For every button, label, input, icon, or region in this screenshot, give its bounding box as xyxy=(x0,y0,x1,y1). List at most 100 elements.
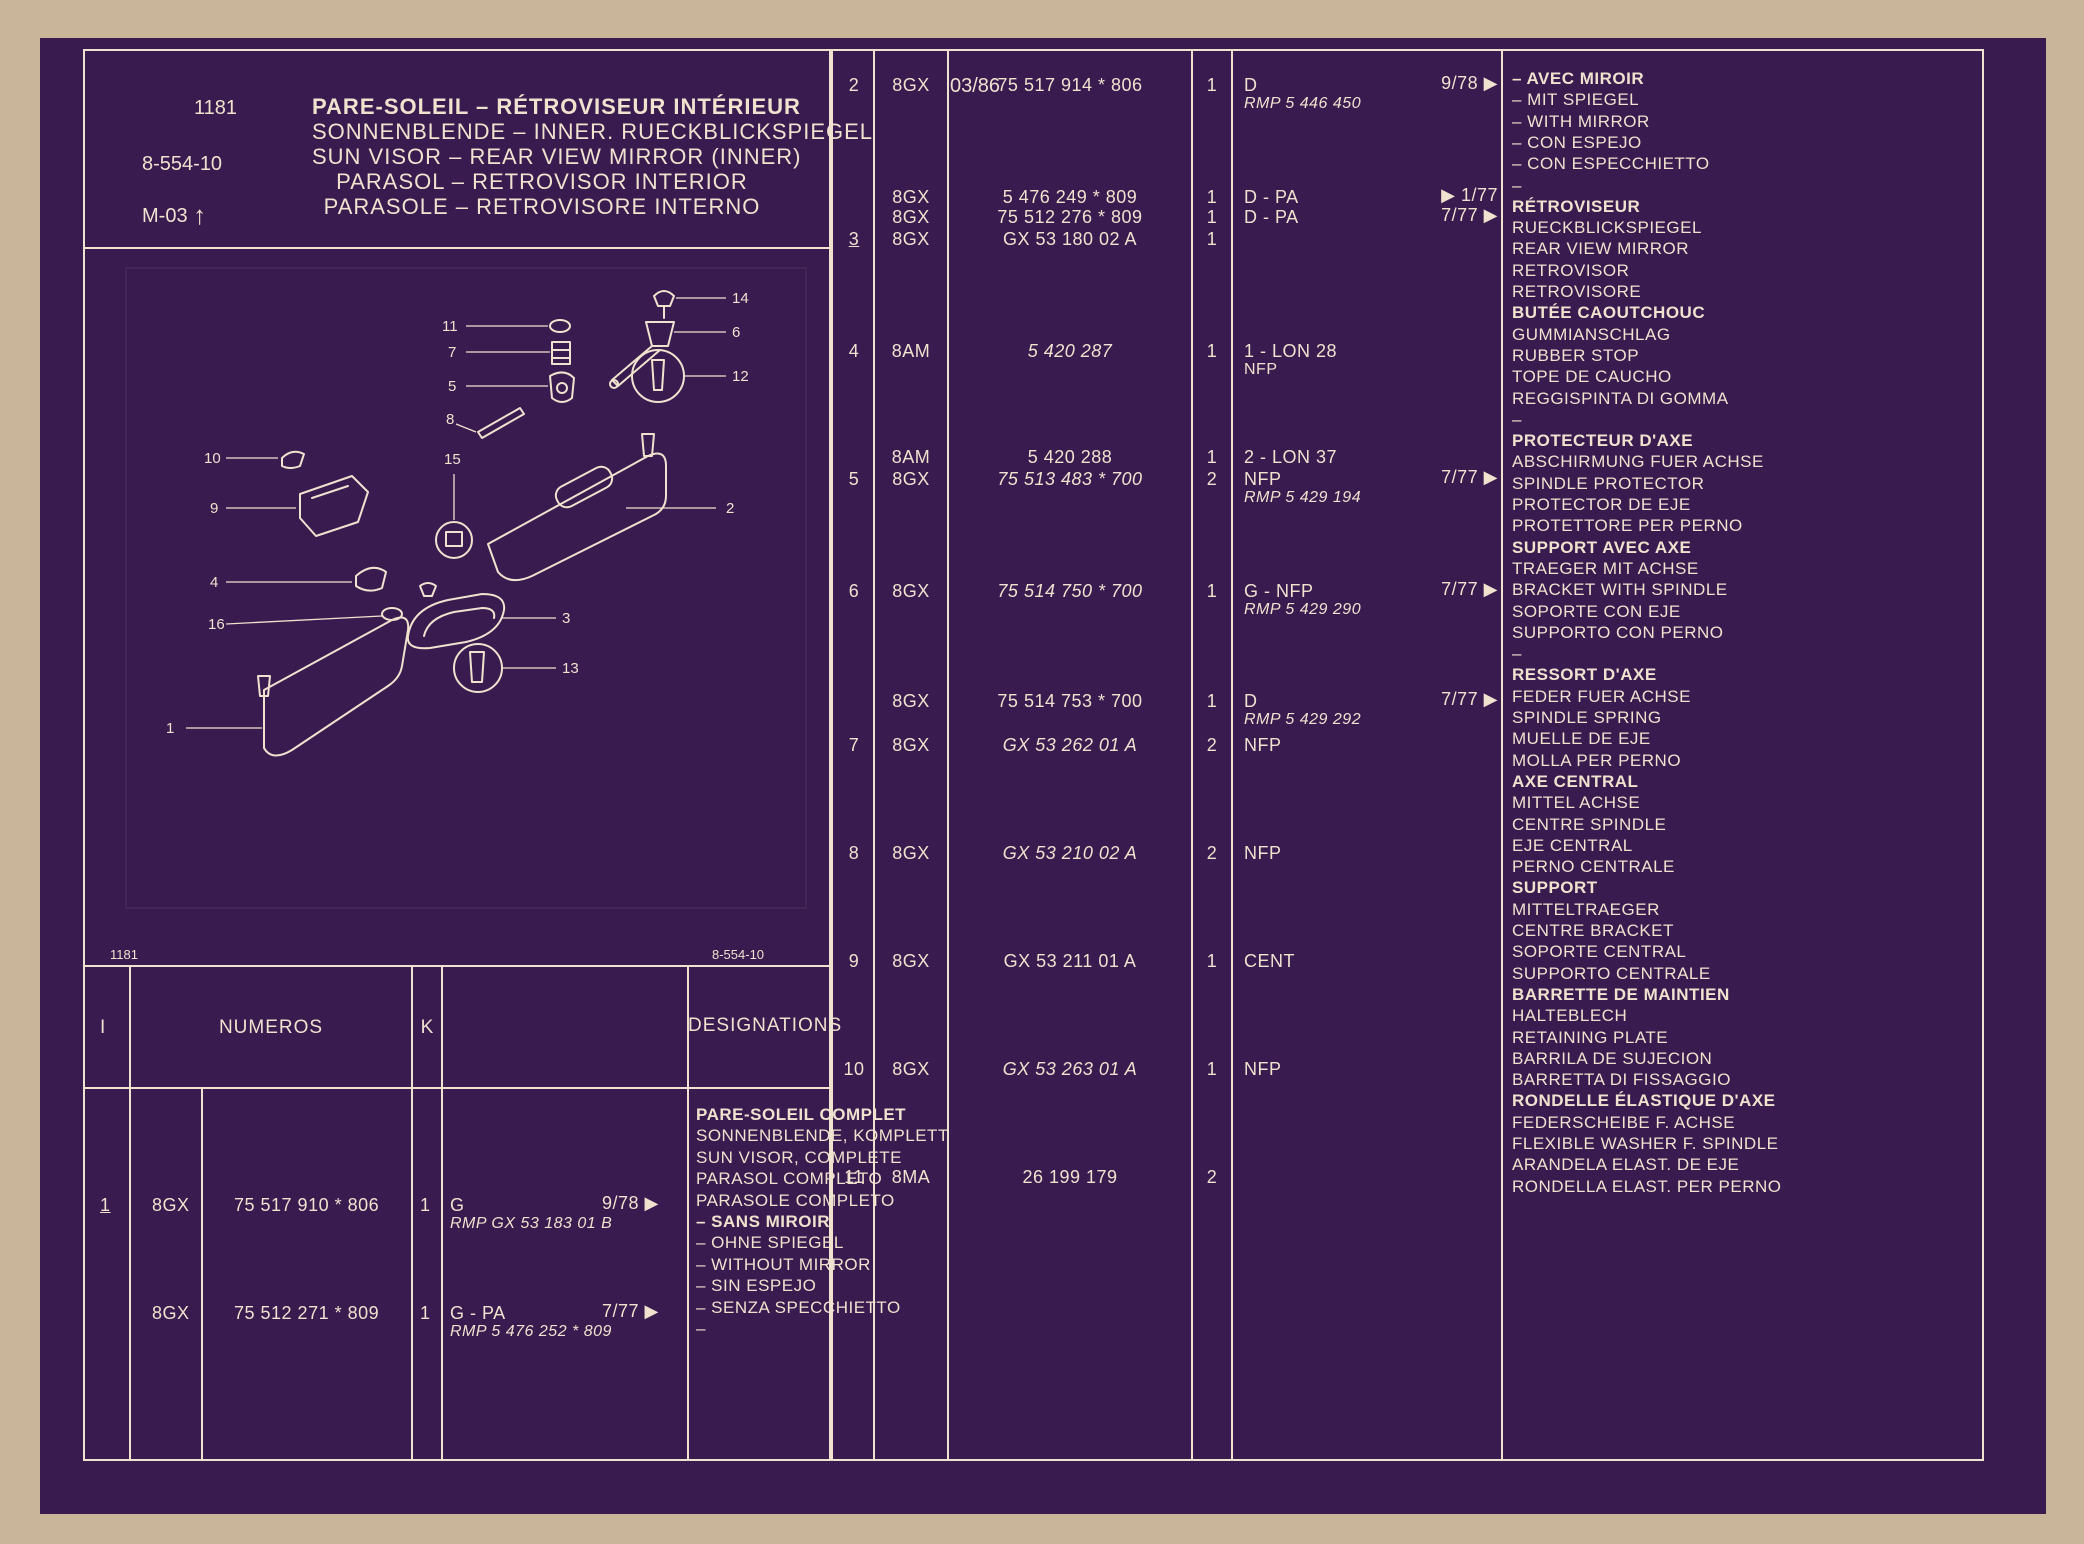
row-code: CENT xyxy=(1244,951,1295,971)
callout-3: 3 xyxy=(562,610,570,627)
row-code: D - PA xyxy=(1244,187,1299,207)
designation-line: RÉTROVISEUR xyxy=(1512,196,1641,216)
callout-2: 2 xyxy=(726,500,734,517)
part-8-spindle: 8 xyxy=(446,407,525,439)
part-12-spring: 12 xyxy=(631,349,749,403)
designation-line: MITTEL ACHSE xyxy=(1512,793,1641,813)
row-part-number: 75 513 483 * 700 xyxy=(997,469,1143,489)
row-quantity: 1 xyxy=(1206,951,1218,971)
designation-line: SOPORTE CENTRAL xyxy=(1512,942,1687,962)
row-code: D xyxy=(1244,691,1258,711)
row-part-number: GX 53 180 02 A xyxy=(1002,229,1138,249)
row-group: 8GX xyxy=(892,469,930,489)
row-code: NFP xyxy=(1244,469,1282,489)
row-date: 7/77 ▶ xyxy=(1441,467,1498,487)
designation-line: – OHNE SPIEGEL xyxy=(696,1233,844,1253)
part-4-rubber-stop: 4 xyxy=(210,566,387,592)
callout-9: 9 xyxy=(210,500,218,517)
section-number: 1181 xyxy=(194,97,238,119)
callout-11: 11 xyxy=(442,318,458,335)
row-code: D xyxy=(1244,75,1258,95)
drawing-reference: 8-554-10 xyxy=(142,153,223,175)
row-quantity: 2 xyxy=(1206,469,1218,489)
designation-line: – AVEC MIROIR xyxy=(1512,69,1645,88)
row-code: NFP xyxy=(1244,1059,1282,1079)
row-index: 2 xyxy=(848,75,860,95)
designation-line: SONNENBLENDE, KOMPLETT xyxy=(696,1126,949,1146)
row-index: 4 xyxy=(848,341,860,361)
row-index: 10 xyxy=(843,1059,865,1079)
sheet-date: 03/86 xyxy=(950,75,1001,97)
designation-line: PROTECTOR DE EJE xyxy=(1512,495,1691,514)
row-index: 1 xyxy=(100,1195,111,1215)
designation-line: TOPE DE CAUCHO xyxy=(1512,367,1672,387)
part-14-screw: 14 xyxy=(653,290,749,319)
designation-line: BARRETTE DE MAINTIEN xyxy=(1512,984,1730,1004)
designation-line: – SANS MIROIR xyxy=(696,1212,831,1231)
designation-line: FEDER FUER ACHSE xyxy=(1512,686,1691,706)
parts-sheet: 1181 8-554-10 M-03 ↑ 03/86 PARE-SOLEIL –… xyxy=(82,48,1985,1463)
designation-line: – xyxy=(1512,644,1522,664)
row-part-number: GX 53 263 01 A xyxy=(1002,1059,1138,1079)
part-16-washer: 16 xyxy=(208,607,403,633)
row-replacement: RMP 5 429 292 xyxy=(1244,711,1362,728)
row-date: 7/77 ▶ xyxy=(1441,205,1498,225)
row-part-number: 5 420 288 xyxy=(1027,447,1113,467)
row-group: 8GX xyxy=(892,229,930,249)
designation-line: – xyxy=(696,1319,706,1338)
exploded-view-drawing: 14 6 12 11 7 xyxy=(125,267,807,909)
row-quantity: 1 xyxy=(1206,207,1218,227)
figure-footer-left: 1181 xyxy=(110,947,138,962)
row-code: G - NFP xyxy=(1244,581,1314,601)
row-index: 11 xyxy=(844,1167,864,1187)
row-index: 6 xyxy=(848,581,860,601)
part-15-stop: 15 xyxy=(435,451,473,559)
part-3-mirror: 3 xyxy=(406,582,570,650)
callout-16: 16 xyxy=(208,616,225,633)
row-group: 8AM xyxy=(891,341,931,361)
designation-line: PARASOLE COMPLETO xyxy=(696,1190,895,1210)
designation-line: PARASOL COMPLETO xyxy=(696,1169,883,1189)
row-group: 8GX xyxy=(892,207,930,227)
designation-line: – SIN ESPEJO xyxy=(696,1276,817,1296)
row-code: G xyxy=(450,1195,465,1215)
designation-line: FEDERSCHEIBE F. ACHSE xyxy=(1512,1112,1736,1132)
callout-4: 4 xyxy=(210,574,218,591)
title-line: PARASOLE – RETROVISORE INTERNO xyxy=(323,194,761,219)
designation-line: HALTEBLECH xyxy=(1512,1006,1628,1026)
designation-line: – xyxy=(1512,409,1522,429)
designation-line: MUELLE DE EJE xyxy=(1512,729,1651,749)
designation-line: – xyxy=(1512,175,1522,195)
designation-line: – WITHOUT MIRROR xyxy=(696,1254,871,1274)
designation-line: REGGISPINTA DI GOMMA xyxy=(1512,388,1729,408)
designation-line: SOPORTE CON EJE xyxy=(1512,601,1681,621)
designation-line: PROTETTORE PER PERNO xyxy=(1512,516,1743,536)
row-group: 8GX xyxy=(892,691,930,711)
row-quantity: 1 xyxy=(1206,581,1218,601)
designation-line: TRAEGER MIT ACHSE xyxy=(1512,558,1699,578)
row-quantity: 2 xyxy=(1206,843,1218,863)
row-part-number: 5 420 287 xyxy=(1027,341,1113,361)
row-part-number: 75 514 753 * 700 xyxy=(997,691,1143,711)
designation-line: AXE CENTRAL xyxy=(1512,771,1639,791)
title-line: PARE-SOLEIL – RÉTROVISEUR INTÉRIEUR xyxy=(312,94,801,119)
callout-14: 14 xyxy=(732,290,749,307)
column-numbers-header: NUMEROS xyxy=(218,1017,324,1038)
designation-line: ARANDELA ELAST. DE EJE xyxy=(1512,1155,1740,1175)
row-quantity: 1 xyxy=(1206,1059,1218,1079)
row-code: 2 - LON 37 xyxy=(1244,447,1338,467)
row-group: 8MA xyxy=(891,1167,931,1187)
row-quantity: 1 xyxy=(420,1195,431,1215)
callout-6: 6 xyxy=(732,324,740,341)
row-date: 7/77 ▶ xyxy=(1441,579,1498,599)
row-replacement: NFP xyxy=(1244,361,1278,378)
row-part-number: 75 514 750 * 700 xyxy=(997,581,1143,601)
designation-line: RUBBER STOP xyxy=(1512,345,1640,365)
title-line: SONNENBLENDE – INNER. RUECKBLICKSPIEGEL xyxy=(312,119,874,144)
row-group: 8GX xyxy=(152,1195,190,1215)
figure-footer-right: 8-554-10 xyxy=(712,947,765,962)
designation-line: SUPPORT xyxy=(1512,878,1598,898)
row-part-number: 5 476 249 * 809 xyxy=(1002,187,1138,207)
row-replacement: RMP 5 446 450 xyxy=(1244,95,1362,112)
designation-line: PERNO CENTRALE xyxy=(1512,857,1675,877)
